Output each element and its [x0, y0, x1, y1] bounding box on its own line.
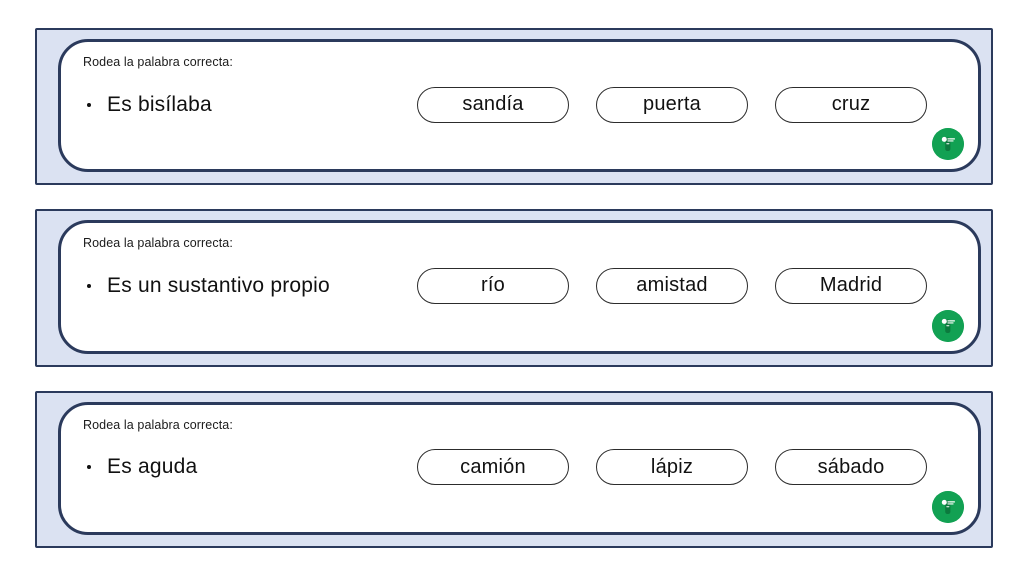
exercise-card: Rodea la palabra correcta: Es un sustant…	[35, 209, 993, 367]
option-chip[interactable]: sábado	[775, 449, 927, 486]
exercise-prompt-label: Rodea la palabra correcta:	[83, 55, 233, 69]
exercise-prompt-label: Rodea la palabra correcta:	[83, 236, 233, 251]
exercise-card-inner: Rodea la palabra correcta: Es bisílaba s…	[58, 39, 981, 173]
question-text: Es aguda	[107, 455, 198, 479]
option-chip[interactable]: río	[417, 267, 569, 304]
option-chip[interactable]: sandía	[417, 86, 569, 123]
bullet-icon	[87, 465, 91, 470]
option-chip[interactable]: Madrid	[775, 267, 927, 304]
green-logo-badge-icon	[932, 309, 964, 342]
exercise-card: Rodea la palabra correcta: Es bisílaba s…	[35, 28, 993, 186]
option-chip[interactable]: lápiz	[596, 449, 748, 486]
option-group: camión lápiz sábado	[417, 449, 927, 486]
question-text: Es un sustantivo propio	[107, 273, 330, 297]
exercise-prompt-label: Rodea la palabra correcta:	[83, 417, 233, 432]
green-logo-badge-icon	[932, 490, 964, 523]
question-row: Es un sustantivo propio río amistad Madr…	[82, 266, 978, 306]
exercise-card: Rodea la palabra correcta: Es aguda cami…	[35, 390, 993, 548]
bullet-icon	[87, 283, 91, 288]
option-chip[interactable]: camión	[417, 449, 569, 486]
question-row: Es bisílaba sandía puerta cruz	[82, 85, 978, 125]
option-group: río amistad Madrid	[417, 267, 927, 304]
green-logo-badge-icon	[932, 128, 964, 161]
bullet-icon	[87, 102, 91, 107]
option-chip[interactable]: cruz	[775, 86, 927, 123]
option-group: sandía puerta cruz	[417, 86, 927, 123]
question-text: Es bisílaba	[107, 92, 212, 116]
option-chip[interactable]: amistad	[596, 267, 748, 304]
exercise-card-inner: Rodea la palabra correcta: Es un sustant…	[58, 220, 981, 354]
question-row: Es aguda camión lápiz sábado	[82, 447, 978, 487]
option-chip[interactable]: puerta	[596, 86, 748, 123]
exercise-card-inner: Rodea la palabra correcta: Es aguda cami…	[58, 401, 981, 535]
